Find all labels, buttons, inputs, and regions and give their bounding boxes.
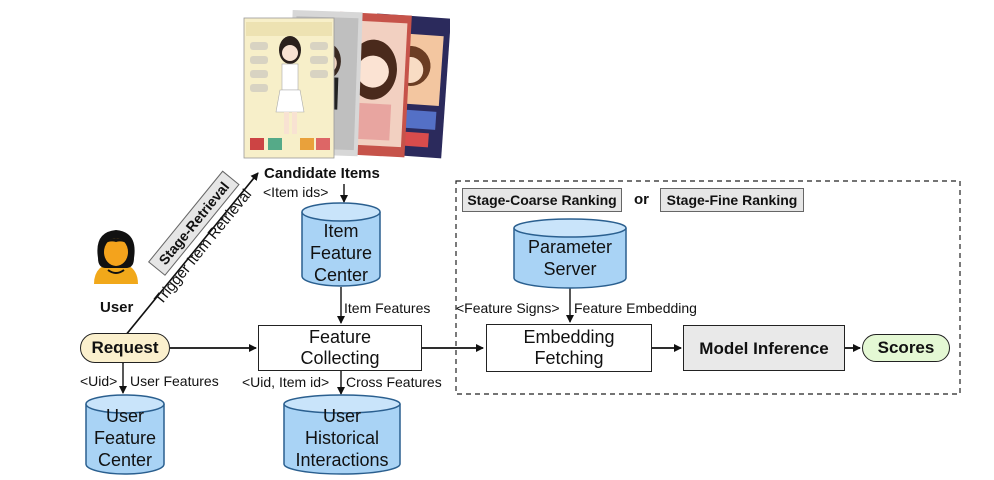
parameter-server-label: Parameter Server — [512, 236, 628, 280]
arrow-retrieval — [124, 172, 259, 337]
feature-embedding-label: Feature Embedding — [574, 300, 697, 316]
user-fc-line1: User — [105, 406, 144, 426]
uhi-line1: User — [322, 406, 361, 426]
user-avatar-icon — [94, 230, 138, 284]
user-label: User — [100, 299, 134, 316]
user-features-label: User Features — [130, 373, 219, 389]
request-node: Request — [80, 333, 170, 363]
or-label: or — [634, 191, 649, 208]
param-server-line1: Parameter — [527, 237, 613, 257]
item-feature-center-label: Item Feature Center — [300, 220, 382, 286]
item-features-label: Item Features — [344, 300, 431, 316]
uhi-line3: Interactions — [295, 450, 389, 470]
parameter-server-db — [513, 218, 627, 289]
scores-label: Scores — [877, 338, 935, 357]
uhi-line2: Historical — [304, 428, 379, 448]
user-historical-interactions-label: User Historical Interactions — [282, 405, 402, 471]
uid-label: <Uid> — [80, 373, 118, 389]
feature-signs-label: <Feature Signs> — [456, 300, 560, 316]
item-fc-line1: Item — [323, 221, 359, 241]
candidate-items-title: Candidate Items — [264, 165, 380, 182]
param-server-line2: Server — [543, 259, 597, 279]
stage-fine-ranking-label: Stage-Fine Ranking — [660, 188, 804, 212]
model-inference-box: Model Inference — [683, 325, 845, 371]
uid-item-id-label: <Uid, Item id> — [242, 374, 330, 390]
item-fc-line3: Center — [313, 265, 369, 285]
scores-node: Scores — [862, 334, 950, 362]
feature-collecting-line2: Collecting — [300, 348, 380, 368]
embedding-fetching-line1: Embedding — [523, 327, 615, 347]
user-historical-interactions-db — [283, 394, 401, 475]
user-feature-center-db — [85, 394, 165, 475]
embedding-fetching-line2: Fetching — [534, 348, 604, 368]
user-feature-center-label: User Feature Center — [84, 405, 166, 471]
cross-features-label: Cross Features — [346, 374, 442, 390]
item-feature-center-db — [301, 202, 381, 287]
candidate-items-screens — [243, 9, 450, 159]
item-ids-label: <Item ids> — [263, 184, 329, 200]
user-fc-line3: Center — [97, 450, 153, 470]
feature-collecting-line1: Feature — [308, 327, 372, 347]
item-fc-line2: Feature — [309, 243, 373, 263]
ranking-region — [455, 180, 961, 395]
request-label: Request — [91, 338, 159, 357]
stage-coarse-ranking-label: Stage-Coarse Ranking — [462, 188, 622, 212]
feature-collecting-box: Feature Collecting — [258, 325, 422, 371]
model-inference-label: Model Inference — [699, 338, 829, 358]
embedding-fetching-box: Embedding Fetching — [486, 324, 652, 372]
user-fc-line2: Feature — [93, 428, 157, 448]
